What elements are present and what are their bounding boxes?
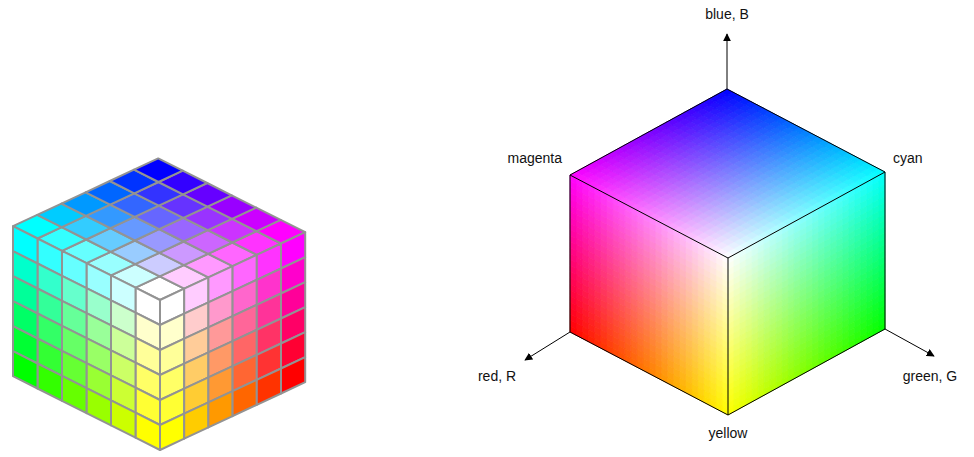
voxel-cube <box>13 158 305 450</box>
voxel-cell <box>38 364 63 401</box>
smooth-cube <box>570 89 885 415</box>
voxel-cell <box>134 158 183 182</box>
gradient-cell <box>721 89 733 96</box>
voxel-cell <box>184 402 208 438</box>
voxel-cell <box>160 414 184 450</box>
voxel-cell <box>87 388 112 425</box>
voxel-cell <box>281 357 305 393</box>
voxel-cell <box>257 369 281 405</box>
voxel-cell <box>136 413 161 450</box>
voxel-cell <box>208 391 232 427</box>
voxel-cell <box>233 380 257 416</box>
voxel-cell <box>13 351 38 388</box>
voxel-cell <box>111 400 136 437</box>
voxel-cell <box>62 376 87 413</box>
